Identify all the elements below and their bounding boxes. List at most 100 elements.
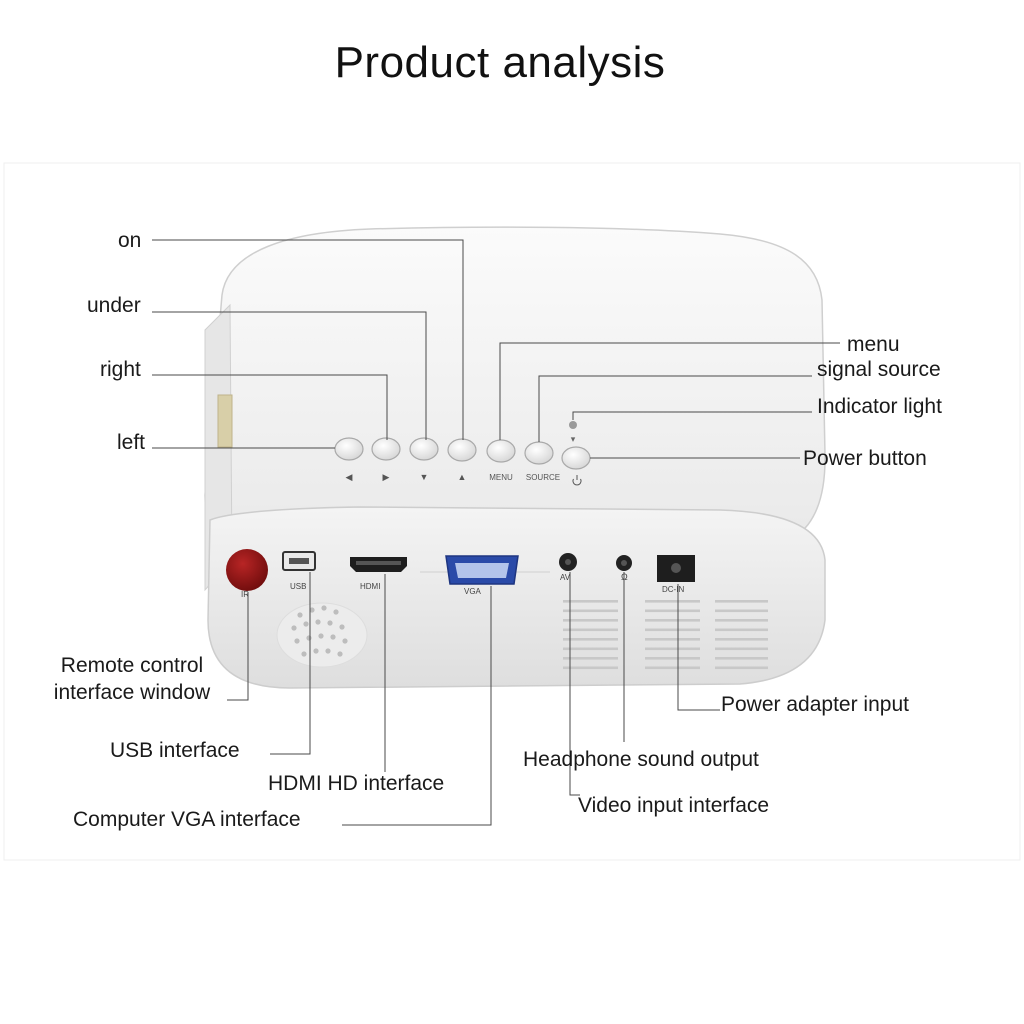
vent-slot	[715, 657, 768, 660]
mark-down: ▼	[420, 472, 429, 482]
projector-top-shell	[204, 226, 826, 549]
vent-slot	[645, 666, 700, 670]
speaker-hole	[333, 609, 339, 615]
vent-slot	[715, 647, 768, 651]
vent-slot	[715, 638, 768, 641]
vent-slot	[715, 666, 768, 670]
leader-indicator	[572, 411, 812, 420]
vent-slot	[645, 638, 700, 641]
label-hdmi-interface: HDMI HD interface	[268, 772, 445, 795]
speaker-hole	[337, 651, 343, 657]
vent-slot	[645, 600, 700, 603]
vent-slots	[563, 600, 768, 670]
side-connector	[217, 394, 233, 448]
top-button-row: ▾	[334, 421, 591, 470]
speaker-hole	[342, 638, 348, 644]
vent-slot	[715, 619, 768, 622]
leader-av	[569, 572, 580, 796]
label-under: under	[87, 294, 141, 317]
label-remote-control-line1: Remote control	[60, 654, 204, 677]
leader-menu	[499, 342, 840, 440]
mark-source: SOURCE	[526, 473, 560, 482]
speaker-hole	[291, 625, 297, 631]
port-label-ir: IR	[241, 590, 249, 599]
port-label-usb: USB	[290, 582, 306, 591]
leader-usb	[270, 572, 311, 755]
button-down	[409, 437, 439, 461]
port-label-av: AV	[560, 573, 571, 582]
speaker-hole	[313, 648, 319, 654]
vent-slot	[715, 600, 768, 603]
speaker-hole	[303, 621, 309, 627]
button-right	[371, 437, 401, 461]
speaker-hole	[330, 634, 336, 640]
label-headphone: Headphone sound output	[523, 748, 759, 771]
vent-slot	[645, 619, 700, 622]
leader-under	[152, 311, 427, 440]
page-title: Product analysis	[334, 38, 666, 87]
vent-slot	[563, 609, 618, 613]
leader-vga	[342, 586, 492, 826]
vent-slot	[563, 666, 618, 670]
leader-remote	[227, 592, 249, 701]
speaker-hole	[309, 607, 315, 613]
vent-slot	[645, 647, 700, 651]
leader-on	[152, 239, 464, 440]
speaker-holes	[291, 605, 348, 657]
button-up	[447, 438, 477, 462]
speaker-hole	[339, 624, 345, 630]
speaker-hole	[301, 651, 307, 657]
label-vga-interface: Computer VGA interface	[73, 808, 301, 831]
leader-dc-in	[677, 584, 720, 711]
speaker-hole	[325, 648, 331, 654]
label-on: on	[118, 229, 142, 252]
speaker-hole	[321, 605, 327, 611]
leader-signal-source	[538, 375, 812, 442]
port-label-hdmi: HDMI	[360, 582, 380, 591]
vent-slot	[715, 609, 768, 613]
button-left	[334, 437, 364, 461]
speaker-hole	[294, 638, 300, 644]
label-video-input: Video input interface	[578, 794, 770, 817]
speaker-hole	[297, 612, 303, 618]
indicator-led-mark: ▾	[571, 434, 576, 444]
vent-slot	[645, 657, 700, 660]
vent-slot	[563, 600, 618, 603]
label-remote-control: Remote control interface window	[34, 652, 230, 707]
label-signal-source: signal source	[817, 358, 941, 381]
vent-slot	[563, 638, 618, 641]
label-menu: menu	[847, 333, 900, 356]
mark-menu: MENU	[489, 473, 513, 482]
label-power-button: Power button	[803, 447, 927, 470]
port-label-dc-in: DC-IN	[662, 585, 684, 594]
label-indicator-light: Indicator light	[817, 395, 942, 418]
button-power	[561, 446, 591, 470]
vent-slot	[645, 628, 700, 632]
leader-right	[152, 374, 388, 440]
mark-up: ▲	[458, 472, 467, 482]
mark-left: ◀	[346, 472, 353, 482]
indicator-led	[569, 421, 577, 429]
mark-right: ▶	[383, 472, 390, 482]
speaker-hole	[315, 619, 321, 625]
speaker-hole	[327, 620, 333, 626]
label-power-adapter: Power adapter input	[721, 693, 909, 716]
label-right: right	[100, 358, 141, 381]
label-left: left	[117, 431, 146, 454]
photo-frame	[3, 162, 1021, 861]
ir-window	[226, 549, 268, 591]
vent-slot	[645, 609, 700, 613]
vent-slot	[563, 647, 618, 651]
label-usb-interface: USB interface	[110, 739, 240, 762]
speaker-hole	[306, 635, 312, 641]
vent-slot	[563, 619, 618, 622]
button-menu	[486, 439, 516, 463]
label-remote-control-line2: interface window	[53, 681, 211, 705]
vent-slot	[715, 628, 768, 632]
button-source	[524, 441, 554, 465]
speaker-hole	[318, 633, 324, 639]
vent-slot	[563, 657, 618, 660]
power-symbol-icon	[572, 475, 582, 486]
